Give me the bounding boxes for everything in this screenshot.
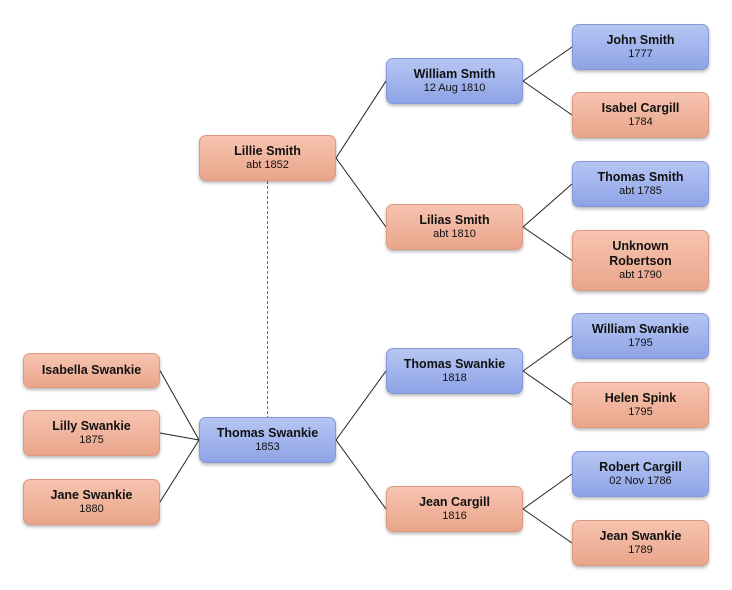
person-name: Thomas Swankie bbox=[403, 357, 506, 371]
person-date: 1789 bbox=[628, 544, 653, 556]
person-william-swankie[interactable]: William Swankie 1795 bbox=[572, 313, 709, 359]
person-name: Isabella Swankie bbox=[41, 363, 142, 377]
parent-connector-line bbox=[522, 473, 573, 510]
parent-connector-line bbox=[335, 370, 387, 441]
parent-connector-line bbox=[335, 157, 387, 228]
person-date: abt 1852 bbox=[246, 159, 289, 171]
person-name: William Smith bbox=[413, 67, 496, 81]
person-name: John Smith bbox=[606, 33, 675, 47]
parent-connector-line bbox=[335, 439, 387, 510]
person-date: abt 1785 bbox=[619, 185, 662, 197]
person-isabel-cargill[interactable]: Isabel Cargill 1784 bbox=[572, 92, 709, 138]
person-lillie-smith[interactable]: Lillie Smith abt 1852 bbox=[199, 135, 336, 181]
parent-connector-line bbox=[335, 80, 387, 159]
person-isabella-swankie[interactable]: Isabella Swankie bbox=[23, 353, 160, 388]
parent-connector-line bbox=[522, 370, 573, 406]
person-name: Jean Swankie bbox=[599, 529, 682, 543]
parent-connector-line bbox=[522, 508, 573, 544]
parent-connector-line bbox=[522, 226, 573, 261]
person-date: 1777 bbox=[628, 48, 653, 60]
person-date: 1784 bbox=[628, 116, 653, 128]
person-name: William Swankie bbox=[591, 322, 690, 336]
parent-connector-line bbox=[522, 183, 573, 228]
person-jean-cargill[interactable]: Jean Cargill 1816 bbox=[386, 486, 523, 532]
person-jane-swankie[interactable]: Jane Swankie 1880 bbox=[23, 479, 160, 525]
person-name: Helen Spink bbox=[604, 391, 677, 405]
person-thomas-swankie-1853[interactable]: Thomas Swankie 1853 bbox=[199, 417, 336, 463]
person-date: abt 1810 bbox=[433, 228, 476, 240]
person-date: 1818 bbox=[442, 372, 467, 384]
person-robert-cargill[interactable]: Robert Cargill 02 Nov 1786 bbox=[572, 451, 709, 497]
child-connector-line bbox=[159, 439, 200, 503]
person-name: Isabel Cargill bbox=[601, 101, 680, 115]
person-name: Lilias Smith bbox=[419, 213, 490, 227]
person-name: Thomas Swankie bbox=[216, 426, 319, 440]
person-date: 1853 bbox=[255, 441, 280, 453]
person-date: 1875 bbox=[79, 434, 104, 446]
person-name: Robert Cargill bbox=[599, 460, 682, 474]
parent-connector-line bbox=[522, 46, 573, 82]
person-name: Jean Cargill bbox=[419, 495, 490, 509]
person-date: 1816 bbox=[442, 510, 467, 522]
person-thomas-smith[interactable]: Thomas Smith abt 1785 bbox=[572, 161, 709, 207]
person-name: Thomas Smith bbox=[597, 170, 684, 184]
parent-connector-line bbox=[522, 335, 573, 372]
person-william-smith[interactable]: William Smith 12 Aug 1810 bbox=[386, 58, 523, 104]
person-jean-swankie[interactable]: Jean Swankie 1789 bbox=[572, 520, 709, 566]
person-john-smith[interactable]: John Smith 1777 bbox=[572, 24, 709, 70]
child-connector-line bbox=[159, 370, 200, 441]
child-connector-line bbox=[159, 432, 200, 441]
person-date: 1880 bbox=[79, 503, 104, 515]
person-name: Unknown Robertson bbox=[609, 239, 672, 268]
person-lilly-swankie[interactable]: Lilly Swankie 1875 bbox=[23, 410, 160, 456]
person-date: 12 Aug 1810 bbox=[423, 82, 486, 94]
person-lilias-smith[interactable]: Lilias Smith abt 1810 bbox=[386, 204, 523, 250]
person-date: abt 1790 bbox=[619, 269, 662, 281]
person-name: Lilly Swankie bbox=[52, 419, 131, 433]
person-name: Jane Swankie bbox=[50, 488, 133, 502]
person-name: Lillie Smith bbox=[234, 144, 301, 158]
person-date: 1795 bbox=[628, 337, 653, 349]
parent-connector-line bbox=[522, 80, 573, 116]
person-unknown-robertson[interactable]: Unknown Robertson abt 1790 bbox=[572, 230, 709, 291]
person-thomas-swankie-1818[interactable]: Thomas Swankie 1818 bbox=[386, 348, 523, 394]
person-date: 02 Nov 1786 bbox=[609, 475, 672, 487]
person-date: 1795 bbox=[628, 406, 653, 418]
person-helen-spink[interactable]: Helen Spink 1795 bbox=[572, 382, 709, 428]
